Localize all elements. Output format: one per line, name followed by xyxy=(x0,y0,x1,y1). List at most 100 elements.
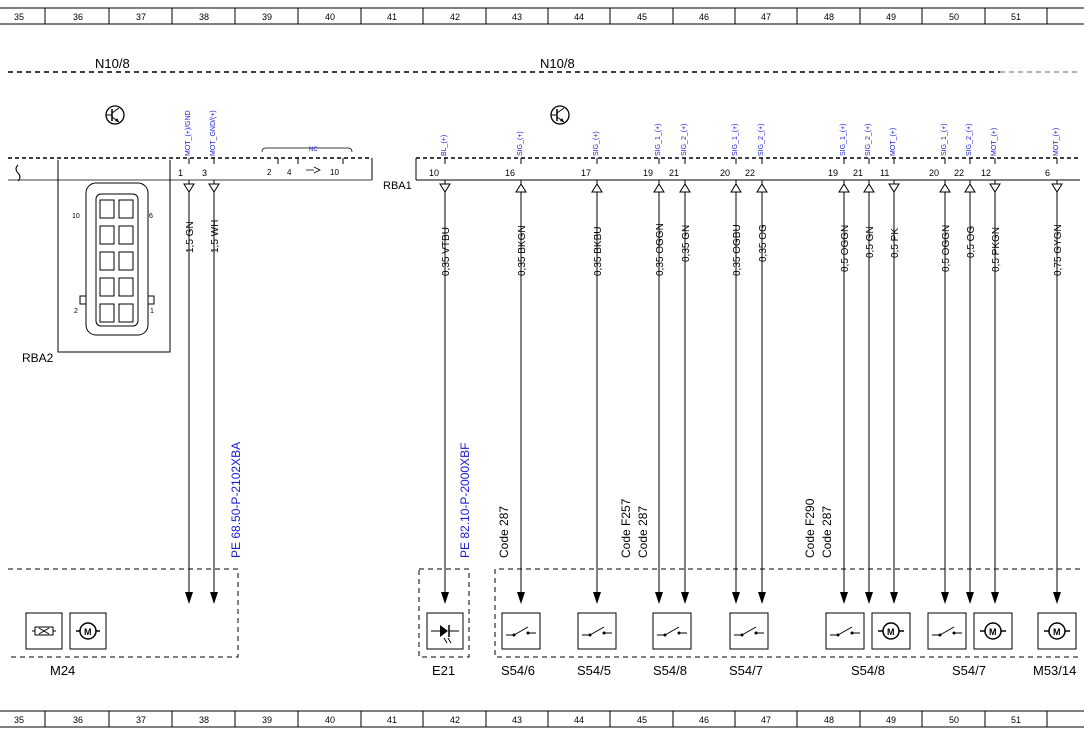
grid-label: 38 xyxy=(199,715,209,725)
component-label-s54-7: S54/7 xyxy=(952,663,986,678)
grid-label: 39 xyxy=(262,715,272,725)
signal-label: SIG_(+) xyxy=(517,131,524,156)
component-label-s54-6: S54/6 xyxy=(501,663,535,678)
motor-glyph: M xyxy=(887,627,895,637)
switch-icon xyxy=(932,626,962,637)
connector-label-rba1: RBA1 xyxy=(383,180,412,192)
e21-component: E21 xyxy=(426,612,464,678)
pin-number: 22 xyxy=(745,168,755,178)
switch-s54-6: S54/6 xyxy=(501,612,541,678)
motor-m53-14: M M53/14 xyxy=(1033,612,1077,678)
signal-label: MOT_(+) xyxy=(991,128,998,156)
motor-glyph: M xyxy=(989,627,997,637)
wire-label: 0,5 GN xyxy=(865,226,876,258)
bottom-grid-ruler: 35 36 37 38 39 40 41 42 43 44 45 46 47 4… xyxy=(0,710,1084,728)
pin-number: 21 xyxy=(669,168,679,178)
wire-end-arrows xyxy=(185,592,1061,604)
grid-label: 49 xyxy=(886,12,896,22)
grid-label: 40 xyxy=(325,12,335,22)
switch-s54-8a: S54/8 xyxy=(652,612,692,678)
grid-label: 47 xyxy=(761,12,771,22)
direction-arrows xyxy=(183,183,1063,193)
wire-label: 0,35 OGGN xyxy=(655,223,666,276)
nc-pin-label: 4 xyxy=(287,168,292,177)
wire-label: 1,5 WH xyxy=(210,220,221,253)
grid-label: 46 xyxy=(699,12,709,22)
nc-label: NC xyxy=(309,147,318,153)
grid-label: 43 xyxy=(512,12,522,22)
code-label: Code 287 xyxy=(497,506,511,558)
signal-label: SIG_1_(+) xyxy=(655,124,662,157)
rba2-pin-label: 1 xyxy=(150,308,154,315)
grid-label: 44 xyxy=(574,715,584,725)
rba2-pin-label: 10 xyxy=(72,213,80,220)
grid-label: 50 xyxy=(949,12,959,22)
component-label-m24: M24 xyxy=(50,663,75,678)
grid-label: 51 xyxy=(1011,715,1021,725)
pin-number: 22 xyxy=(954,168,964,178)
signal-label: MOT_(+) xyxy=(890,128,897,156)
motor-icon: M xyxy=(76,622,100,640)
connector-label-rba2: RBA2 xyxy=(22,351,54,365)
switch-icon xyxy=(506,626,536,637)
code-label: Code 287 xyxy=(820,506,834,558)
signal-label: SIG_1_(+) xyxy=(732,124,739,157)
switch-s54-7a: S54/7 xyxy=(729,612,769,678)
wire-label: 0,5 OG xyxy=(966,226,977,258)
module-n10-8: N10/8 N10/8 RBA1 xyxy=(8,56,1080,192)
pin-number: 3 xyxy=(202,168,207,178)
transistor-icon xyxy=(550,105,570,125)
wire-label: 0,35 BKGN xyxy=(517,225,528,276)
signal-names: MOT_(+)/GND MOT_GND/(+) BL_(+) SIG_(+) S… xyxy=(185,110,1060,156)
signal-label: SIG_2_(+) xyxy=(758,124,765,157)
grid-label: 42 xyxy=(450,715,460,725)
rba2-pin-label: 2 xyxy=(74,308,78,315)
pin-number: 6 xyxy=(1045,168,1050,178)
m24-component: M M24 xyxy=(25,612,107,678)
switch-icon xyxy=(830,626,860,637)
grid-label: 48 xyxy=(824,12,834,22)
wire-label: 0,35 GN xyxy=(681,225,692,262)
switch-icon xyxy=(734,626,764,637)
pin-number: 21 xyxy=(853,168,863,178)
grid-label: 39 xyxy=(262,12,272,22)
pin-number: 19 xyxy=(643,168,653,178)
signal-label: MOT_(+)/GND xyxy=(185,110,192,156)
grid-label: 37 xyxy=(136,715,146,725)
motor-icon: M xyxy=(878,622,904,640)
wire-labels: 1,5 GN 1,5 WH 0,35 VTBU 0,35 BKGN 0,35 B… xyxy=(185,220,1064,276)
grid-label: 44 xyxy=(574,12,584,22)
wire-label: 0,5 PK xyxy=(890,228,901,258)
pe-reference-link: PE 82.10-P-2000XBF xyxy=(458,443,472,558)
grid-label: 38 xyxy=(199,12,209,22)
nc-pins: NC 2 4 10 xyxy=(261,147,353,177)
component-label-e21: E21 xyxy=(432,663,455,678)
switch-icon xyxy=(582,626,612,637)
motor-glyph: M xyxy=(84,627,92,637)
wire-label: 0,75 GYGN xyxy=(1053,224,1064,276)
grid-label: 35 xyxy=(14,715,24,725)
top-grid-ruler: 35 36 37 38 39 40 41 42 43 44 45 46 47 4… xyxy=(0,7,1084,25)
module-label-right: N10/8 xyxy=(540,56,575,71)
component-label-s54-5: S54/5 xyxy=(577,663,611,678)
component-label-s54-8: S54/8 xyxy=(851,663,885,678)
grid-label: 36 xyxy=(73,715,83,725)
rba2-pin-label: 6 xyxy=(149,213,153,220)
grid-label: 43 xyxy=(512,715,522,725)
code-label: Code F290 xyxy=(803,498,817,558)
switch-s54-8b: M S54/8 xyxy=(825,612,911,678)
code-labels: Code 287 Code F257 Code 287 Code F290 Co… xyxy=(497,498,834,558)
pin-number: 16 xyxy=(505,168,515,178)
led-icon xyxy=(431,625,459,644)
pin-number: 10 xyxy=(429,168,439,178)
pin-number: 20 xyxy=(720,168,730,178)
wire-label: 0,5 PKGN xyxy=(991,227,1002,272)
wire-label: 0,5 OGGN xyxy=(941,225,952,272)
signal-label: SIG_2_(+) xyxy=(966,124,973,157)
transistor-icon xyxy=(105,105,125,125)
grid-label: 41 xyxy=(387,12,397,22)
code-label: Code 287 xyxy=(636,506,650,558)
switch-icon xyxy=(657,626,687,637)
wire-label: 0,35 VTBU xyxy=(441,227,452,276)
